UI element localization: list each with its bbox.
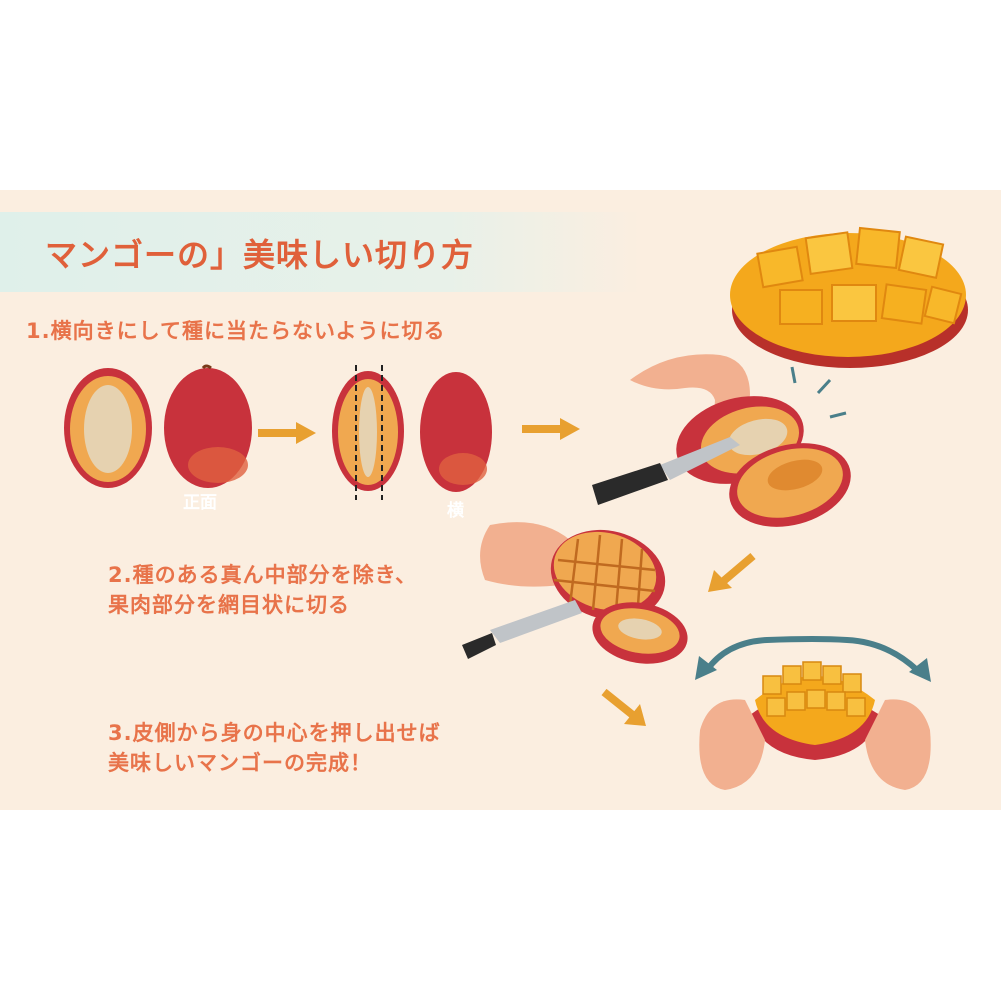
hand-cutting-mango xyxy=(592,354,851,527)
step-3-line1: 3.皮側から身の中心を押し出せば xyxy=(108,721,441,745)
label-side: 横 xyxy=(447,501,464,521)
step-1-text: 1.横向きにして種に当たらないように切る xyxy=(26,316,446,346)
knife-icon xyxy=(592,437,740,505)
knife-icon xyxy=(462,600,582,659)
mango-half-icon xyxy=(64,368,152,488)
step-2-line2: 果肉部分を網目状に切る xyxy=(108,593,350,617)
title-band xyxy=(0,212,640,292)
cubed-mango-photo xyxy=(730,226,968,368)
step-3-line2: 美味しいマンゴーの完成！ xyxy=(108,751,372,775)
instruction-panel: マンゴーの」美味しい切り方 1.横向きにして種に当たらないように切る 2.種のあ… xyxy=(0,190,1001,810)
curved-arrow-icon xyxy=(704,636,920,673)
hand-icon xyxy=(699,699,765,790)
down-right-arrow-icon xyxy=(601,688,646,726)
step-3-text: 3.皮側から身の中心を押し出せば 美味しいマンゴーの完成！ xyxy=(26,718,441,778)
hand-icon xyxy=(865,699,931,790)
step-2-line1: 2.種のある真ん中部分を除き、 xyxy=(108,563,418,587)
mango-side-icon xyxy=(420,372,492,492)
label-front: 正面 xyxy=(183,493,217,513)
hand-scoring-mango xyxy=(462,522,688,664)
step-1-line1: 1.横向きにして種に当たらないように切る xyxy=(26,319,446,343)
hand-icon xyxy=(480,522,570,587)
right-arrow-icon xyxy=(258,422,316,444)
down-left-arrow-icon xyxy=(708,552,756,592)
mango-whole-icon xyxy=(164,364,252,488)
mango-half-cut-icon xyxy=(332,365,404,500)
page-title: マンゴーの」美味しい切り方 xyxy=(45,236,475,274)
step-2-text: 2.種のある真ん中部分を除き、 果肉部分を網目状に切る xyxy=(26,560,417,620)
right-arrow-icon xyxy=(522,418,580,440)
hands-inverting-mango xyxy=(695,636,931,790)
